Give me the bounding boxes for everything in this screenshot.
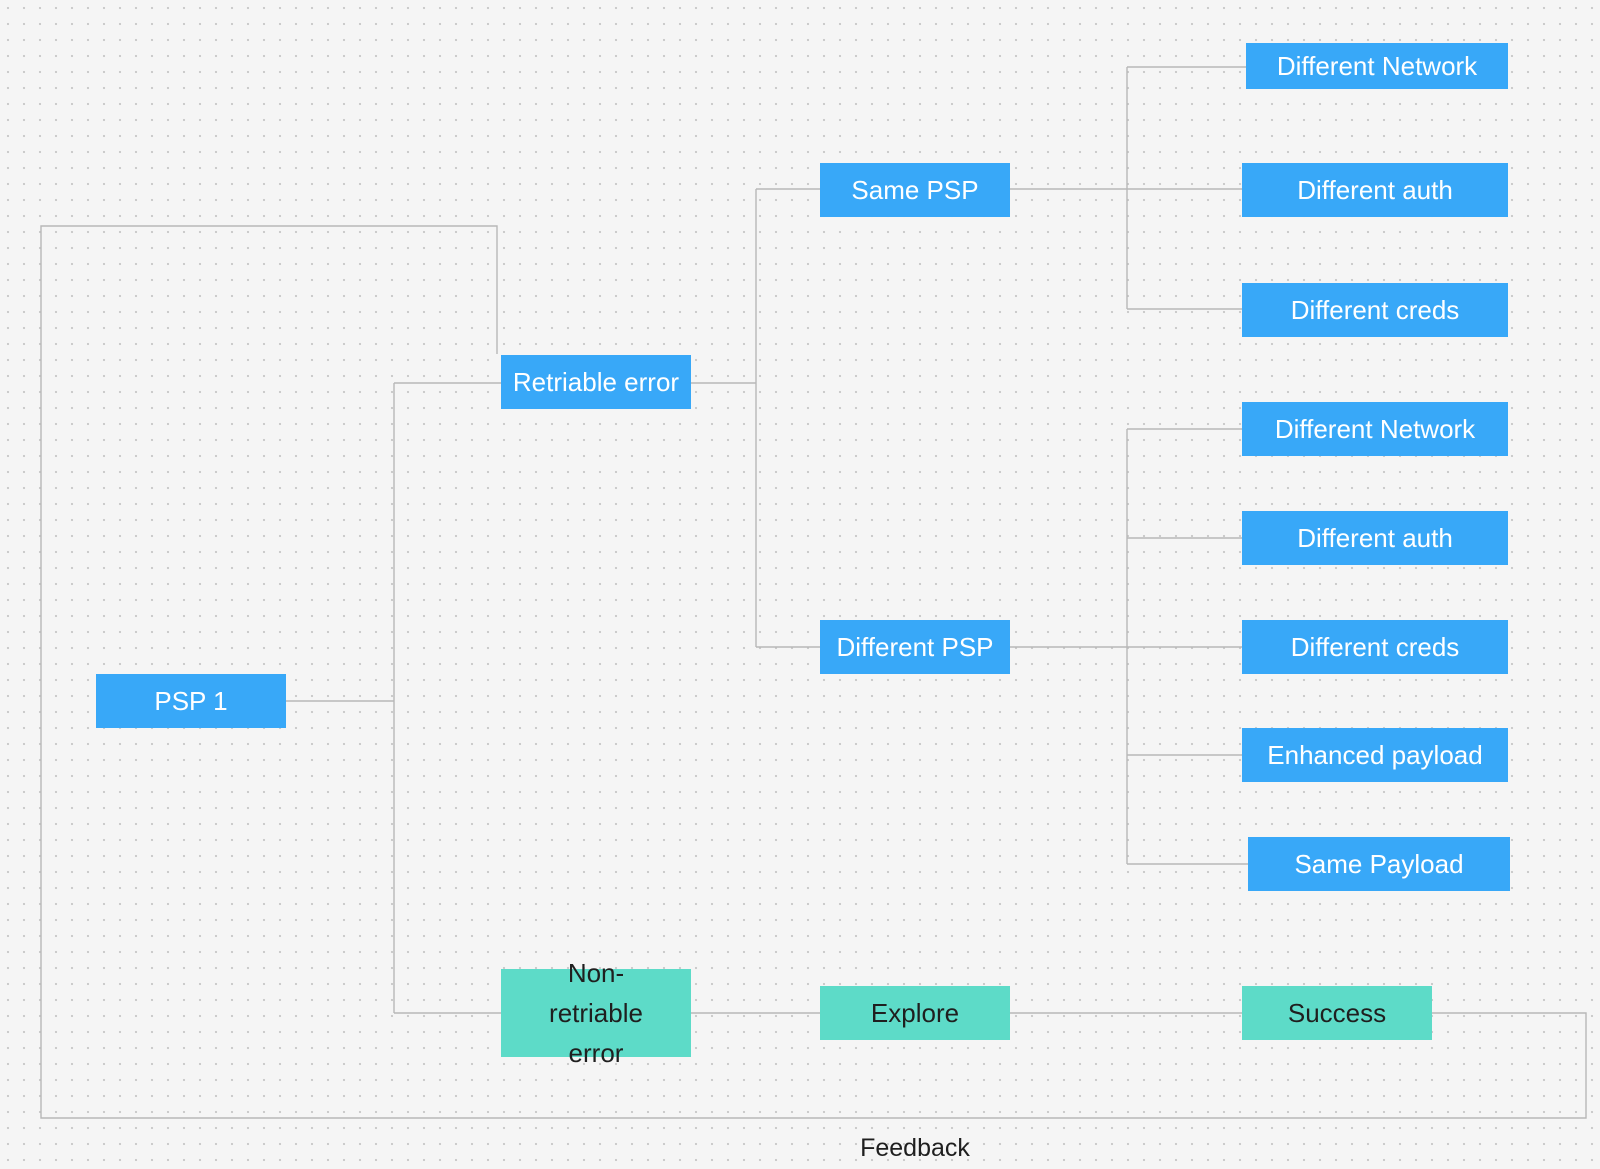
node-label: Different Network — [1276, 51, 1478, 81]
psp1-label: PSP 1 — [154, 686, 228, 716]
node-label: Different Network — [1274, 414, 1476, 444]
node-label: Enhanced payload — [1267, 740, 1483, 770]
success-label: Success — [1287, 998, 1387, 1028]
node-label: Different creds — [1290, 632, 1460, 662]
feedback-label: Feedback — [860, 1134, 970, 1162]
same-psp-child-different-creds[interactable]: Different creds — [1242, 283, 1508, 337]
node-label: Different auth — [1297, 523, 1453, 553]
same-psp-child-different-auth[interactable]: Different auth — [1242, 163, 1508, 217]
same-psp-child-different-network[interactable]: Different Network — [1246, 43, 1508, 89]
retriable-error-node[interactable]: Retriable error — [501, 355, 691, 409]
same-psp-label: Same PSP — [851, 175, 979, 205]
same-psp-node[interactable]: Same PSP — [820, 163, 1010, 217]
different-psp-child-enhanced-payload[interactable]: Enhanced payload — [1242, 728, 1508, 782]
different-psp-child-same-payload[interactable]: Same Payload — [1248, 837, 1510, 891]
explore-node[interactable]: Explore — [820, 986, 1010, 1040]
psp1-node[interactable]: PSP 1 — [96, 674, 286, 728]
explore-label: Explore — [870, 998, 960, 1028]
node-label: Same Payload — [1294, 849, 1464, 879]
different-psp-label: Different PSP — [836, 632, 994, 662]
different-psp-child-different-auth[interactable]: Different auth — [1242, 511, 1508, 565]
retriable-error-label: Retriable error — [512, 367, 680, 397]
success-node[interactable]: Success — [1242, 986, 1432, 1040]
feedback-loop-connector — [40, 225, 1587, 1119]
non-retriable-error-label: Non-retriable error — [549, 958, 643, 1068]
different-psp-node[interactable]: Different PSP — [820, 620, 1010, 674]
different-psp-child-different-network[interactable]: Different Network — [1242, 402, 1508, 456]
non-retriable-error-node[interactable]: Non-retriable error — [501, 958, 691, 1068]
node-label: Different creds — [1290, 295, 1460, 325]
node-label: Different auth — [1297, 175, 1453, 205]
different-psp-child-different-creds[interactable]: Different creds — [1242, 620, 1508, 674]
